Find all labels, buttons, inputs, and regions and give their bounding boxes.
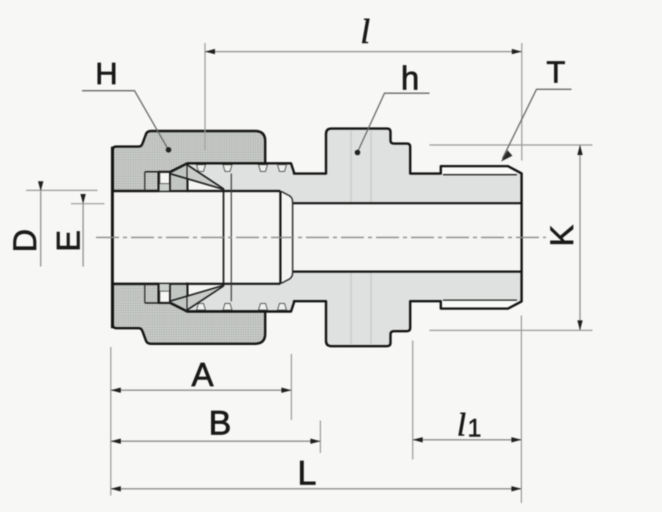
svg-text:L: L (298, 455, 317, 493)
svg-text:K: K (544, 224, 580, 246)
svg-text:E: E (50, 230, 86, 252)
svg-text:H: H (95, 56, 117, 91)
svg-text:h: h (401, 60, 419, 97)
svg-text:l: l (360, 12, 370, 51)
svg-text:l: l (457, 408, 466, 444)
svg-text:D: D (7, 229, 43, 252)
svg-text:T: T (546, 54, 565, 89)
svg-text:B: B (209, 405, 232, 443)
svg-text:A: A (191, 356, 213, 393)
svg-text:1: 1 (468, 415, 482, 443)
